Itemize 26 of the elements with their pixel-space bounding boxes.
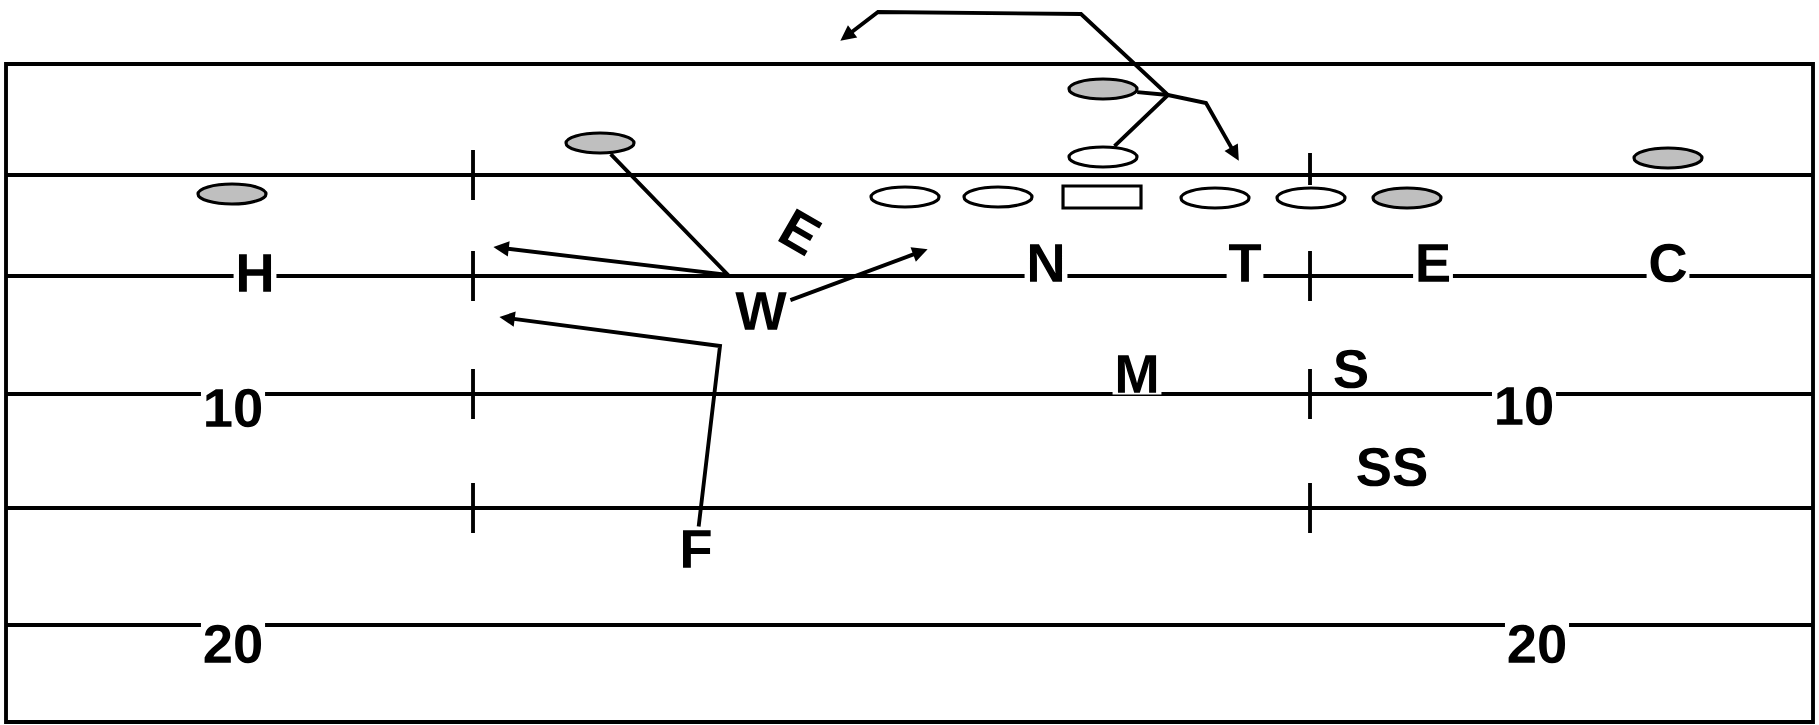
player-letter: H [233, 252, 277, 294]
player-letter: SS [1353, 445, 1431, 489]
yard-number: 20 [1504, 622, 1570, 666]
player-oval [1275, 186, 1347, 210]
player-letter: M [1112, 353, 1162, 395]
player-letter: F [683, 530, 711, 568]
player-letter: W [735, 292, 787, 330]
yard-number: 10 [1491, 384, 1557, 428]
player-oval [564, 131, 636, 155]
player-oval [869, 185, 941, 209]
yard-number: 20 [200, 622, 266, 666]
player-oval [1067, 77, 1139, 101]
player-oval [1179, 186, 1251, 210]
player-oval [1632, 146, 1704, 170]
yard-number: 10 [200, 386, 266, 430]
player-oval [1371, 186, 1443, 210]
player-letter: E [772, 204, 828, 260]
player-oval [196, 182, 268, 206]
player-letter: T [1226, 242, 1264, 284]
player-oval [1067, 145, 1139, 169]
player-oval [962, 185, 1034, 209]
player-letter: N [1024, 242, 1068, 284]
player-letter: C [1646, 241, 1690, 285]
player-letter: E [1413, 242, 1453, 284]
player-letter: S [1331, 347, 1371, 391]
center-box [1061, 184, 1143, 210]
